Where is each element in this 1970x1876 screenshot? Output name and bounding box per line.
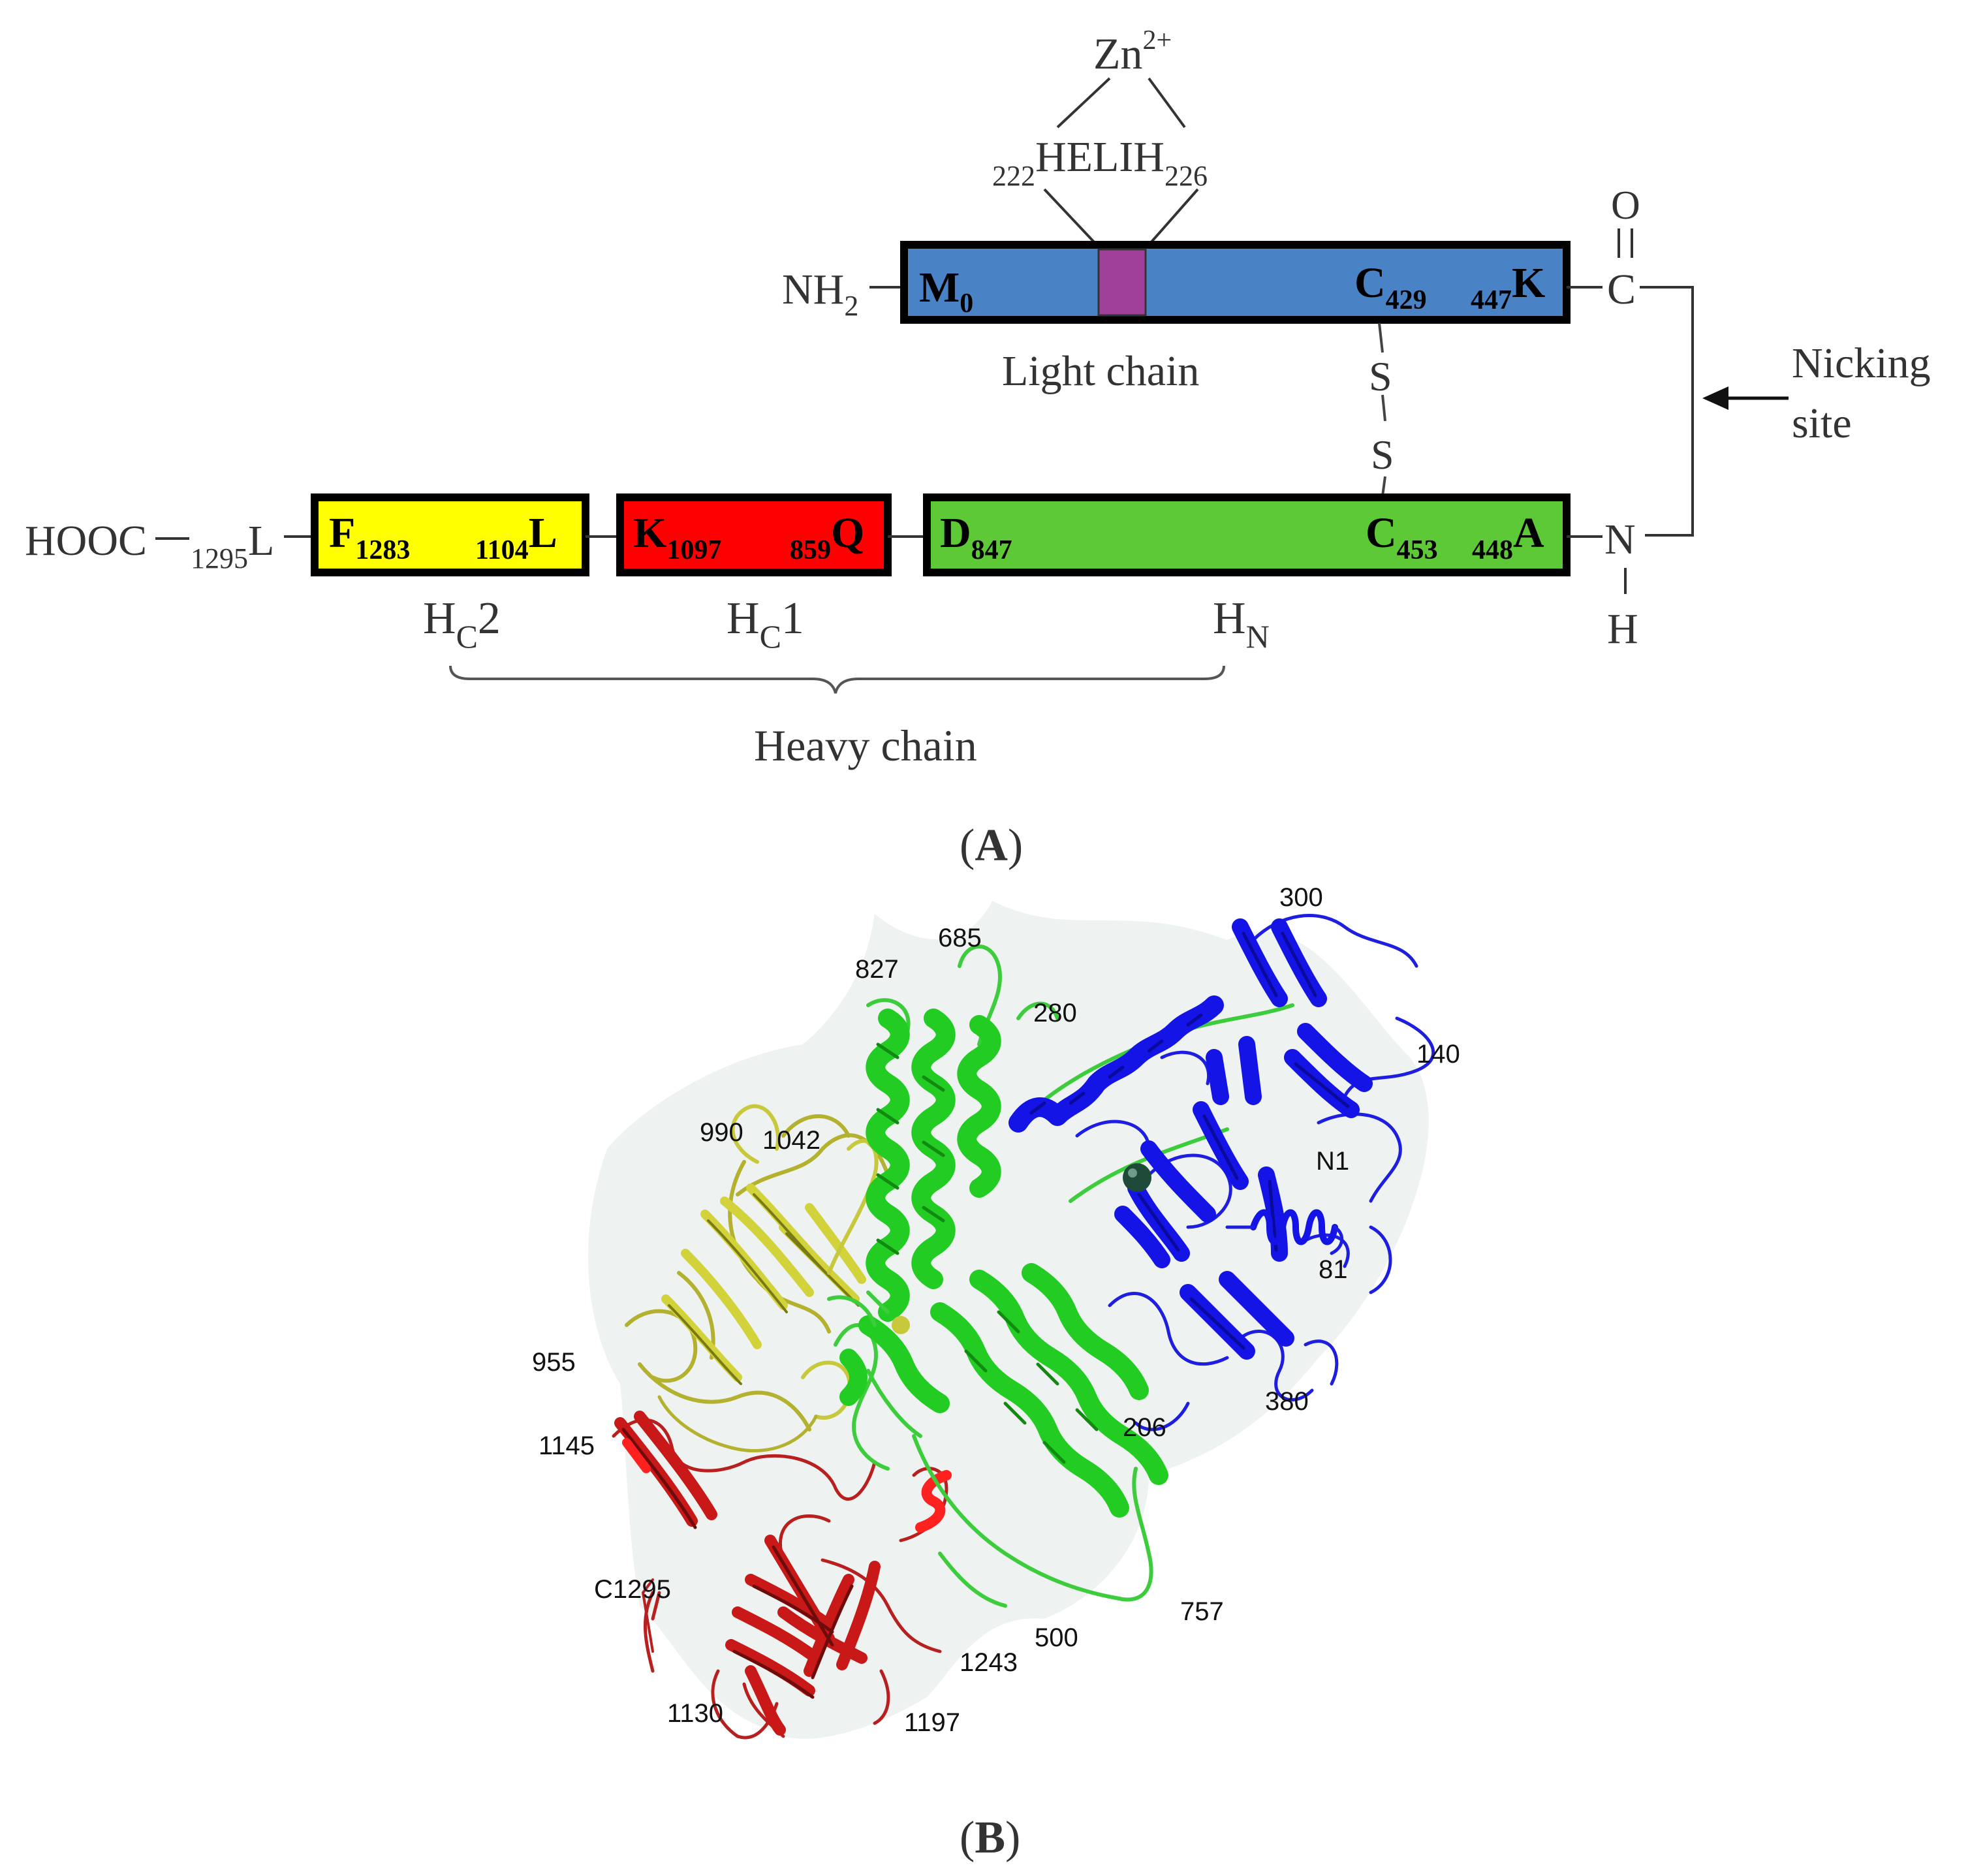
residue-label-1145: 1145 [539,1431,595,1460]
residue-label-1197: 1197 [904,1708,960,1737]
zinc-coordination-lines [1057,78,1185,127]
c-terminus-label: HOOC [25,517,147,565]
residue-label-827: 827 [855,955,899,984]
residue-label-140: 140 [1416,1040,1460,1069]
hn-domain-label: HN [1213,593,1270,655]
residue-label-1243: 1243 [960,1648,1018,1677]
zinc-atom-sphere [1123,1163,1151,1192]
residue-label-C1295: C1295 [594,1575,671,1604]
carbonyl-o: O [1611,183,1640,228]
residue-label-206: 206 [1123,1413,1166,1442]
residue-label-685: 685 [938,924,982,952]
residue-label-500: 500 [1035,1623,1078,1652]
residue-label-990: 990 [700,1118,743,1147]
residue-label-N1: N1 [1316,1147,1349,1176]
c-terminus-residue: 1295L [191,517,274,574]
catalytic-motif-label: 222HELIH226 [992,133,1208,192]
motif-pointer-lines [1044,189,1198,245]
residue-label-280: 280 [1033,999,1077,1027]
panel-a-caption: (A) [960,821,1023,871]
panel-b-caption: (B) [960,1813,1020,1863]
nicking-site-arrowhead [1702,386,1728,410]
light-chain-bar [904,245,1567,320]
panel-b-crystal-structure: 300 685 827 280 140 N1 990 1042 81 955 3… [532,883,1460,1863]
heavy-chain-label: Heavy chain [754,721,977,770]
residue-label-955: 955 [532,1348,576,1377]
panel-a-schematic: Zn2+ 222HELIH226 NH2 M0 C429 447K Light … [25,25,1931,871]
residue-label-1042: 1042 [762,1126,821,1155]
disulfide-sulfur-1: S [1369,353,1392,399]
carbonyl-c: C [1607,266,1636,313]
hn-domain-bar [927,497,1567,572]
amine-h: H [1607,605,1638,653]
amine-n: N [1604,516,1636,563]
light-chain-label: Light chain [1002,347,1199,395]
residue-label-380: 380 [1265,1387,1309,1416]
hc2-domain-label: HC2 [423,593,501,655]
n-terminus-label: NH2 [782,266,858,322]
residue-label-81: 81 [1319,1255,1348,1284]
zinc-label: Zn2+ [1093,25,1172,78]
residue-label-757: 757 [1180,1597,1224,1626]
residue-label-1130: 1130 [667,1699,723,1728]
nicking-site-label-line1: Nicking [1792,339,1931,387]
nicking-site-label-line2: site [1792,399,1852,447]
disulfide-sulfur-2: S [1371,431,1394,478]
carbonyl-double-bond [1619,228,1632,258]
residue-label-300: 300 [1279,883,1323,912]
catalytic-motif-segment [1099,249,1146,315]
heavy-chain-brace [450,666,1224,693]
nicking-site-connector [1640,287,1693,535]
hc1-domain-label: HC1 [727,593,804,655]
